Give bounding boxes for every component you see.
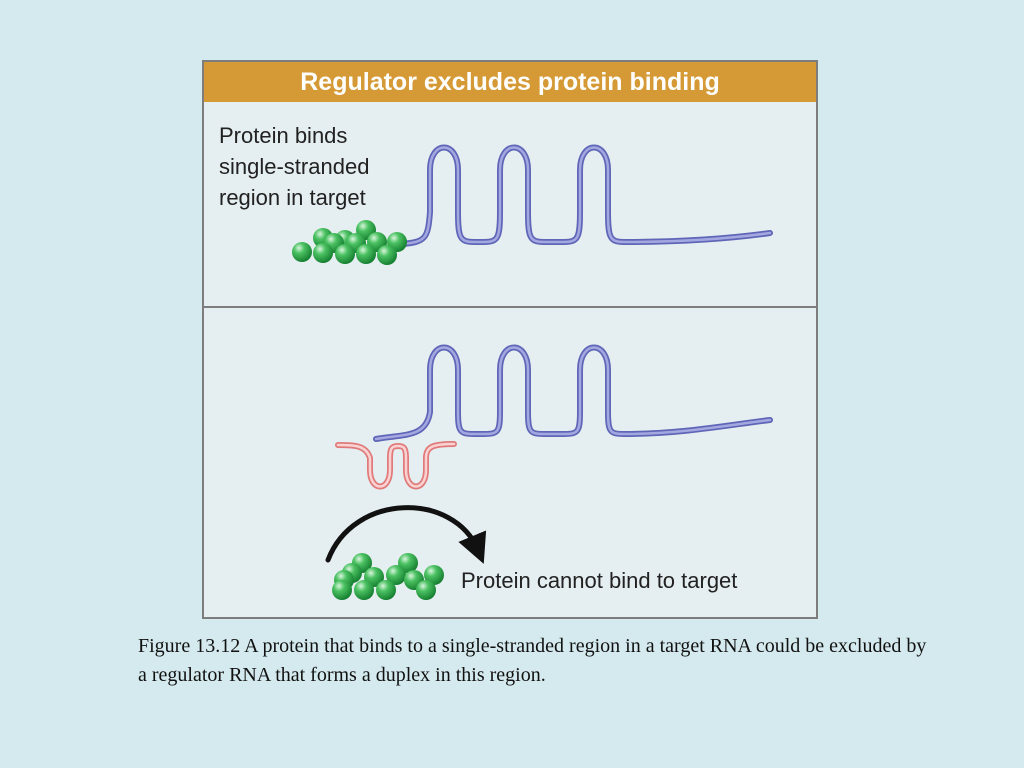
diagram-canvas bbox=[292, 144, 773, 600]
target-rna-panel2 bbox=[373, 344, 773, 442]
figure-caption: Figure 13.12 A protein that binds to a s… bbox=[138, 635, 927, 686]
protein-cluster-panel2 bbox=[332, 553, 444, 600]
target-rna-panel1 bbox=[399, 144, 773, 247]
figure-title: Regulator excludes protein binding bbox=[204, 62, 816, 102]
panel1-label-line: single-stranded bbox=[219, 154, 370, 179]
arrow-icon bbox=[325, 505, 487, 564]
panel-divider bbox=[204, 306, 816, 308]
regulator-rna bbox=[335, 441, 457, 490]
figure-frame: Regulator excludes protein binding Prote… bbox=[202, 60, 818, 619]
panel2-label: Protein cannot bind to target bbox=[461, 568, 738, 593]
panel1-label: Protein binds single-stranded region in … bbox=[219, 120, 369, 213]
panel1-label-line: region in target bbox=[219, 185, 366, 210]
panel1-label-line: Protein binds bbox=[219, 123, 348, 148]
protein-cluster-panel1 bbox=[292, 220, 407, 265]
